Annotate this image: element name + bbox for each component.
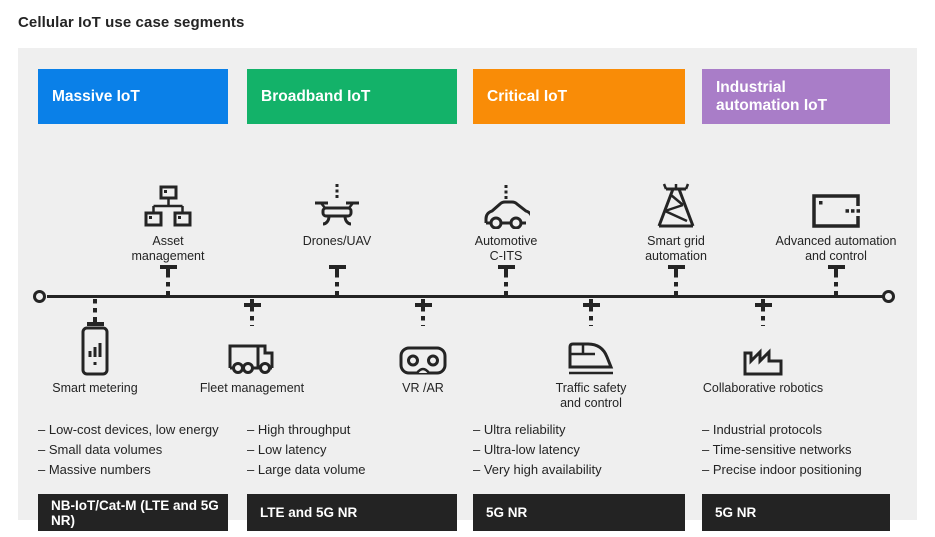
connector-dashed (667, 265, 685, 296)
truck-icon (228, 324, 276, 376)
connector-dashed (582, 299, 600, 326)
use-case-fleet-management: Fleet management (177, 324, 327, 396)
connector-dashed (827, 265, 845, 296)
connector-dashed (86, 299, 104, 326)
segment-label: Massive IoT (52, 87, 140, 105)
drone-icon (313, 173, 361, 229)
feature-item: – Massive numbers (38, 462, 151, 477)
use-case-smart-grid: Smart grid automation (601, 173, 751, 264)
segment-label: Industrial automation IoT (716, 78, 828, 114)
feature-list-critical-iot: – Ultra reliability – Ultra-low latency … (473, 420, 602, 480)
tech-bar-broadband-iot: LTE and 5G NR (247, 494, 457, 531)
feature-item: – Large data volume (247, 462, 366, 477)
use-case-label: Traffic safety and control (555, 381, 627, 410)
use-case-advanced-automation: Advanced automation and control (761, 173, 911, 264)
transmission-tower-icon (652, 173, 700, 229)
asset-management-icon (143, 173, 193, 229)
feature-item: – Small data volumes (38, 442, 163, 457)
factory-icon (739, 324, 787, 376)
train-icon (567, 324, 615, 376)
tech-bar-critical-iot: 5G NR (473, 494, 685, 531)
feature-list-massive-iot: – Low-cost devices, low energy – Small d… (38, 420, 219, 480)
feature-item: – Low latency (247, 442, 327, 457)
use-case-label: Smart grid automation (645, 234, 707, 263)
feature-item: – Precise indoor positioning (702, 462, 862, 477)
use-case-smart-metering: Smart metering (20, 324, 170, 396)
connector-dashed (414, 299, 432, 326)
connector-dashed (497, 265, 515, 296)
use-case-label: Advanced automation and control (775, 234, 897, 263)
feature-item: – Ultra-low latency (473, 442, 580, 457)
vr-headset-icon (399, 324, 447, 376)
segment-header-massive-iot: Massive IoT (38, 69, 228, 124)
segment-label: Critical IoT (487, 87, 568, 105)
use-case-label: VR /AR (402, 381, 444, 395)
use-case-vr-ar: VR /AR (348, 324, 498, 396)
feature-item: – Very high availability (473, 462, 602, 477)
smart-meter-icon (71, 324, 119, 376)
connector-dashed (328, 265, 346, 296)
use-case-label: Asset management (131, 234, 205, 263)
feature-list-industrial-iot: – Industrial protocols – Time-sensitive … (702, 420, 862, 480)
feature-item: – Ultra reliability (473, 422, 566, 437)
timeline-endpoint-right (882, 290, 895, 303)
feature-item: – High throughput (247, 422, 351, 437)
page-title: Cellular IoT use case segments (18, 14, 245, 31)
use-case-label: Collaborative robotics (702, 381, 824, 395)
connected-car-icon (482, 173, 530, 229)
connector-dashed (159, 265, 177, 296)
use-case-asset-management: Asset management (93, 173, 243, 264)
feature-item: – Time-sensitive networks (702, 442, 852, 457)
tech-bar-industrial-iot: 5G NR (702, 494, 890, 531)
segment-header-industrial-iot: Industrial automation IoT (702, 69, 890, 124)
connector-dashed (243, 299, 261, 326)
connector-dashed (754, 299, 772, 326)
feature-list-broadband-iot: – High throughput – Low latency – Large … (247, 420, 366, 480)
use-case-collaborative-robotics: Collaborative robotics (688, 324, 838, 396)
use-case-label: Drones/UAV (302, 234, 372, 248)
use-case-label: Smart metering (52, 381, 138, 395)
timeline-axis (47, 295, 884, 298)
feature-item: – Industrial protocols (702, 422, 822, 437)
segment-header-broadband-iot: Broadband IoT (247, 69, 457, 124)
feature-item: – Low-cost devices, low energy (38, 422, 219, 437)
tech-bar-massive-iot: NB-IoT/Cat-M (LTE and 5G NR) (38, 494, 228, 531)
use-case-traffic-safety: Traffic safety and control (516, 324, 666, 411)
segment-header-critical-iot: Critical IoT (473, 69, 685, 124)
use-case-label: Fleet management (199, 381, 305, 395)
use-case-drones-uav: Drones/UAV (262, 173, 412, 249)
segment-label: Broadband IoT (261, 87, 371, 105)
diagram-panel: Massive IoT Broadband IoT Critical IoT I… (18, 48, 917, 531)
timeline-endpoint-left (33, 290, 46, 303)
industrial-controller-icon (811, 173, 861, 229)
footnote-marker: 3 (503, 267, 509, 276)
